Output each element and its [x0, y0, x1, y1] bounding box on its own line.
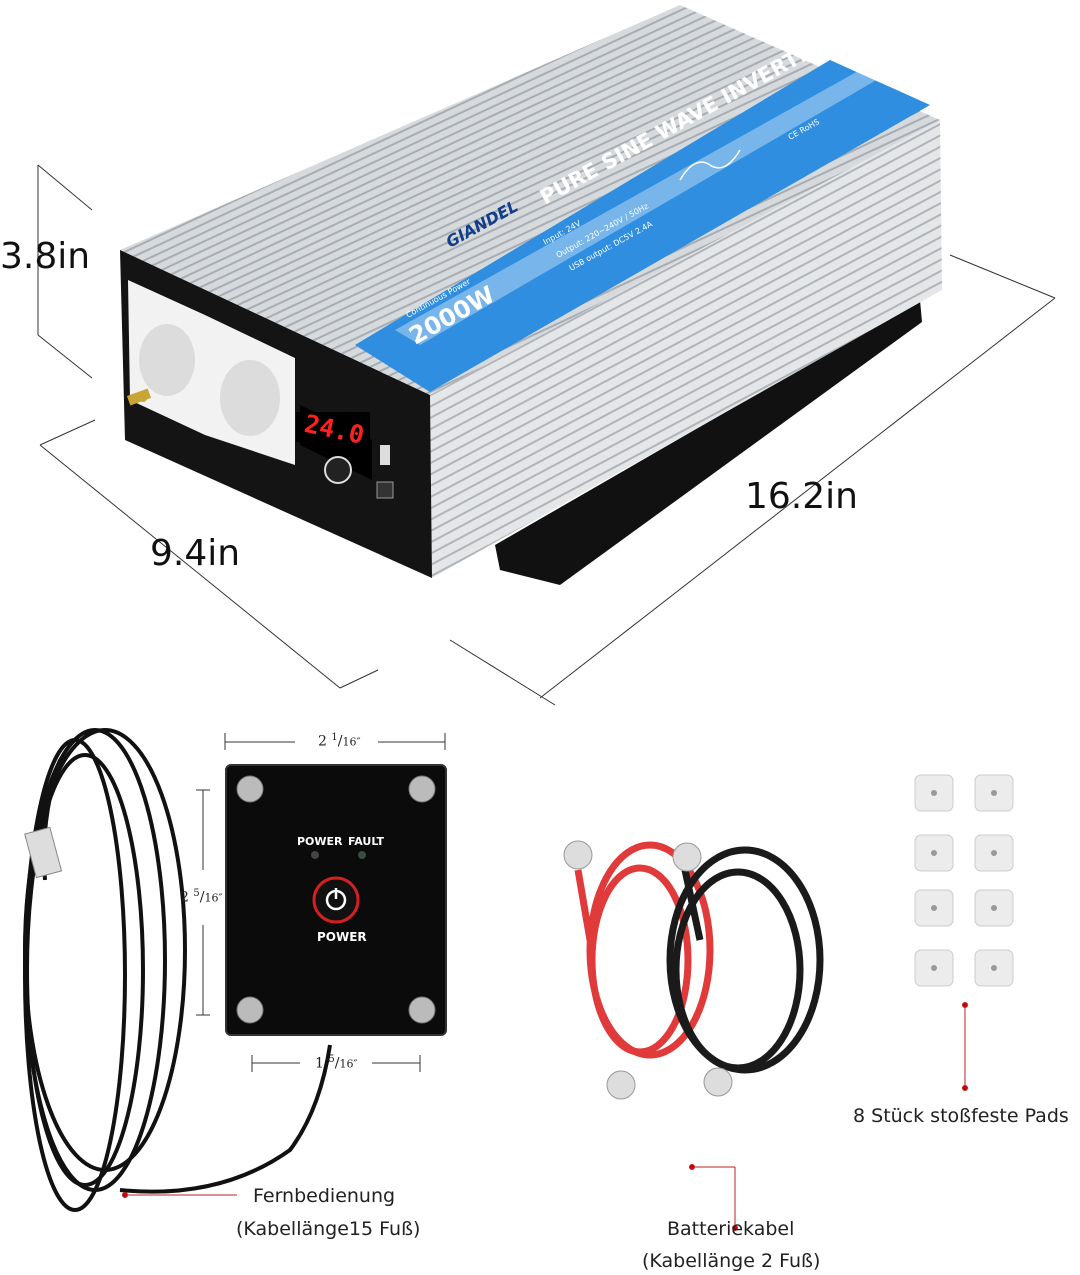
fault-led-label: FAULT: [348, 835, 385, 848]
ac-socket: [205, 315, 295, 465]
power-led-label: POWER: [297, 835, 343, 848]
callout-lines: [122, 1002, 968, 1231]
screw-icon: [236, 775, 436, 1024]
inverter-illustration: 24.0 GIANDEL PURE SINE WAVE INVERTER Con…: [37, 5, 1056, 706]
remote-port: [376, 481, 394, 499]
remote-bottom-dimension: 1 5/16″: [315, 1054, 358, 1072]
power-button-label: POWER: [317, 930, 367, 944]
black-battery-cable: [666, 846, 824, 1074]
battery-cable-caption-sub: (Kabellänge 2 Fuß): [642, 1250, 821, 1272]
red-battery-cable: [574, 841, 714, 1059]
length-dimension: 16.2in: [745, 476, 858, 517]
remote-width-dimension: 2 1/16″: [318, 732, 361, 750]
rj-plug: [24, 826, 63, 879]
power-button[interactable]: [324, 456, 352, 484]
usb-port: [380, 445, 390, 465]
inverter-side: [430, 120, 942, 578]
inverter-label: [355, 60, 930, 392]
battery-cable-caption: Batteriekabel: [667, 1218, 795, 1240]
height-dimension: 3.8in: [0, 236, 91, 277]
remote-control-box: [225, 764, 447, 1036]
remote-caption: Fernbedienung: [253, 1185, 396, 1207]
remote-height-dimension: 2 5/16″: [180, 888, 223, 906]
mounting-foot: [495, 300, 922, 585]
inverter-top: [120, 5, 940, 395]
remote-caption-sub: (Kabellänge15 Fuß): [236, 1218, 421, 1240]
shockproof-pads: [914, 774, 1014, 987]
sine-wave-icon: [679, 149, 741, 181]
ground-terminal: [126, 388, 152, 406]
remote-power-button[interactable]: [312, 876, 360, 924]
pads-caption: 8 Stück stoßfeste Pads: [853, 1105, 1069, 1127]
width-dimension: 9.4in: [150, 533, 241, 574]
dimension-lines: [37, 164, 1056, 706]
ring-terminal-icon: [563, 840, 733, 1100]
remote-cable: [23, 728, 332, 1212]
